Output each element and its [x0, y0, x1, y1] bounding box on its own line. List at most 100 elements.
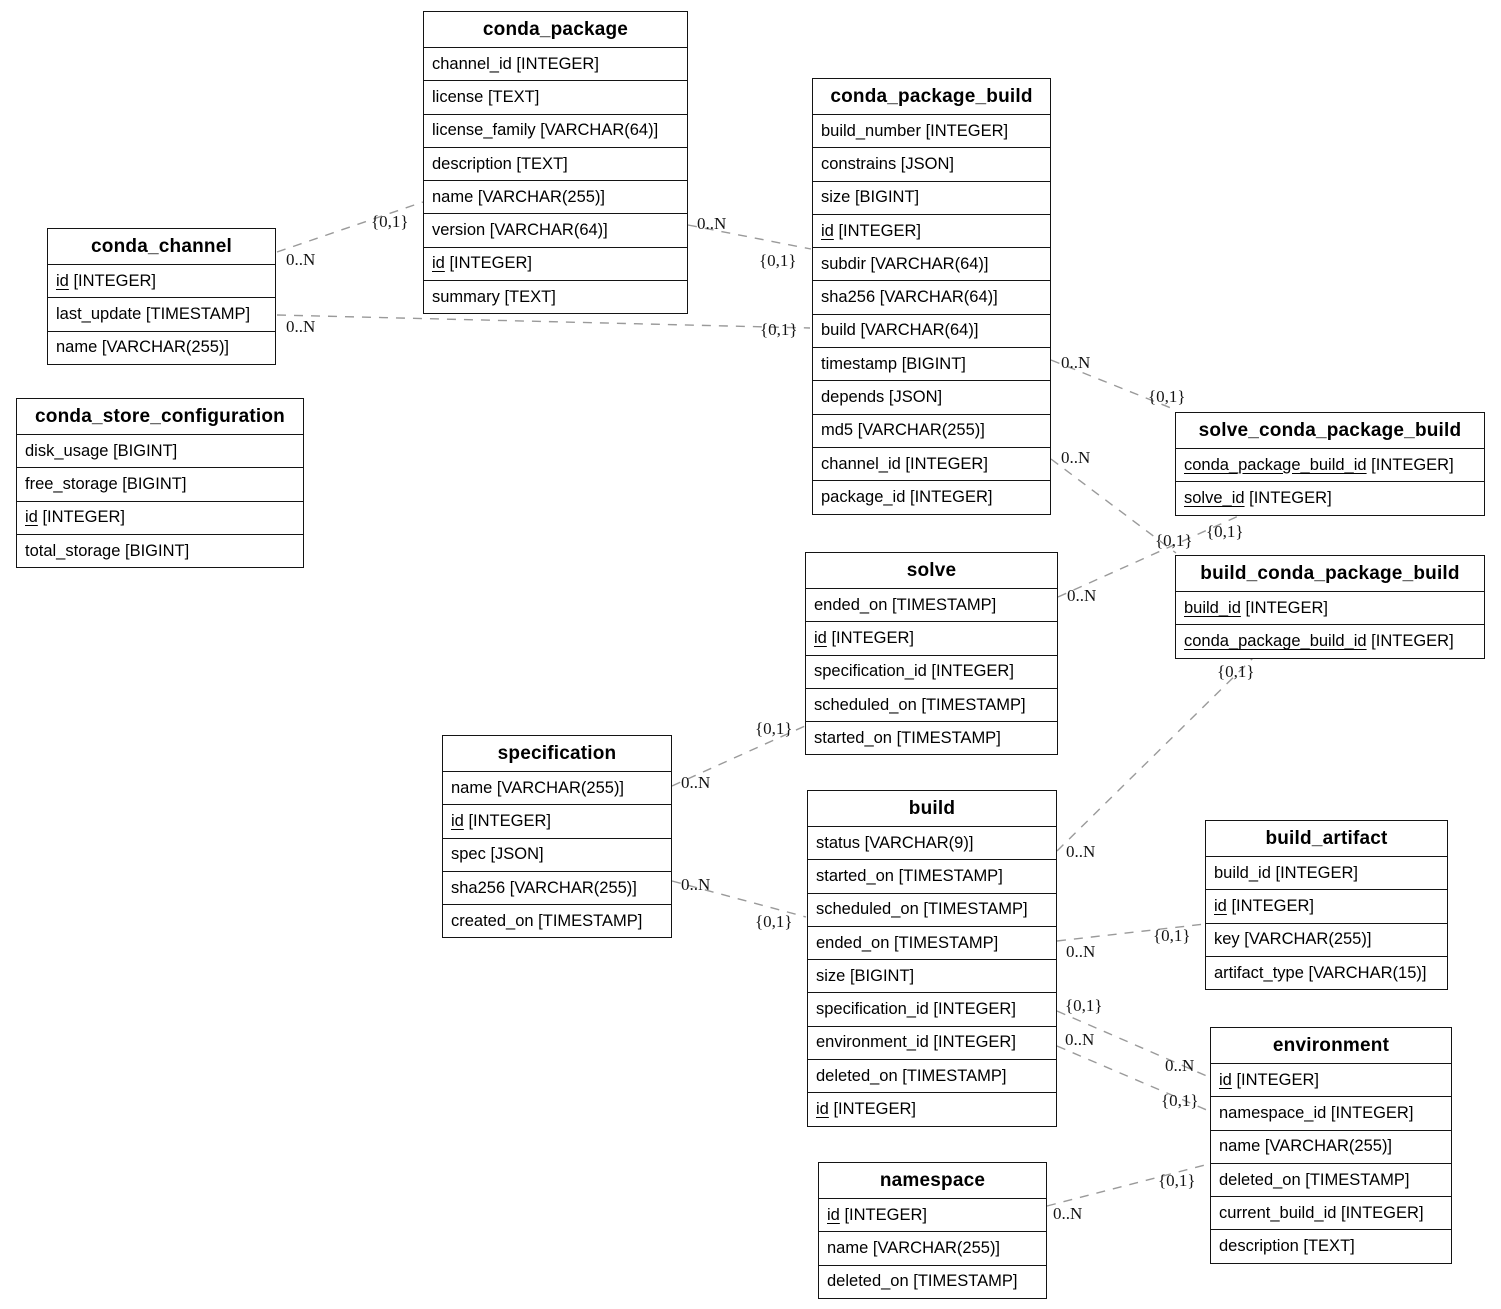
- field-name: md5: [821, 421, 854, 440]
- entity-title-conda_package: conda_package: [482, 18, 629, 40]
- field-conda_package_build-subdir: subdir [VARCHAR(64)]: [813, 247, 1050, 280]
- field-conda_store_configuration-id: id [INTEGER]: [17, 500, 303, 534]
- field-name: last_update: [56, 304, 142, 323]
- field-build-ended_on: ended_on [TIMESTAMP]: [808, 925, 1056, 959]
- field-type: [TIMESTAMP]: [538, 911, 643, 930]
- field-conda_store_configuration-disk_usage: disk_usage [BIGINT]: [17, 434, 303, 467]
- field-name: artifact_type: [1214, 963, 1304, 982]
- field-conda_package_build-sha256: sha256 [VARCHAR(64)]: [813, 280, 1050, 313]
- field-name: version: [432, 221, 486, 240]
- field-name: key: [1214, 930, 1240, 949]
- field-type: [VARCHAR(64)]: [870, 254, 989, 273]
- field-type: [TIMESTAMP]: [892, 595, 997, 614]
- field-type: [INTEGER]: [910, 487, 993, 506]
- field-namespace-id: id [INTEGER]: [819, 1198, 1046, 1231]
- field-type: [INTEGER]: [1330, 1103, 1414, 1122]
- field-type: [BIGINT]: [854, 188, 920, 207]
- field-name: namespace_id: [1219, 1103, 1327, 1122]
- field-type: [VARCHAR(255)]: [1244, 930, 1372, 949]
- cardinality-label-conda_package_build-to-solve_conda_package_build: 0..N: [1061, 353, 1091, 372]
- field-type: [INTEGER]: [1275, 863, 1358, 882]
- field-solve_conda_package_build-solve_id: solve_id [INTEGER]: [1176, 481, 1484, 514]
- field-name: build_number: [821, 121, 921, 140]
- cardinality-label-conda_package_build-to-build_conda_package_build: {0,1}: [1155, 531, 1193, 550]
- field-name: disk_usage: [25, 441, 109, 460]
- field-type: [VARCHAR(255)]: [496, 778, 625, 797]
- field-name: ended_on: [816, 933, 890, 952]
- field-conda_package-channel_id: channel_id [INTEGER]: [424, 47, 687, 80]
- field-type: [VARCHAR(64)]: [879, 288, 998, 307]
- field-name-primary-key: build_id: [1184, 598, 1241, 617]
- field-solve-started_on: started_on [TIMESTAMP]: [806, 721, 1057, 754]
- field-solve-id: id [INTEGER]: [806, 621, 1057, 654]
- cardinality-label-build-to-build_conda_package_build: {0,1}: [1217, 662, 1255, 681]
- field-environment-current_build_id: current_build_id [INTEGER]: [1211, 1196, 1451, 1229]
- field-name: deleted_on: [827, 1272, 909, 1291]
- field-build-environment_id: environment_id [INTEGER]: [808, 1025, 1056, 1059]
- field-conda_package-name: name [VARCHAR(255)]: [424, 180, 687, 213]
- field-name: subdir: [821, 254, 866, 273]
- cardinality-label-specification-to-solve: 0..N: [681, 773, 711, 792]
- field-type: [BIGINT]: [113, 441, 178, 460]
- field-name: sha256: [451, 878, 506, 897]
- field-solve-specification_id: specification_id [INTEGER]: [806, 654, 1057, 688]
- field-type: [TIMESTAMP]: [902, 1066, 1007, 1085]
- field-type: [TIMESTAMP]: [913, 1272, 1018, 1291]
- field-type: [BIGINT]: [849, 966, 915, 985]
- field-type: [TIMESTAMP]: [896, 728, 1001, 747]
- field-name: depends: [821, 388, 885, 407]
- field-type: [INTEGER]: [831, 628, 914, 647]
- field-build-id: id [INTEGER]: [808, 1092, 1056, 1125]
- field-build-scheduled_on: scheduled_on [TIMESTAMP]: [808, 892, 1056, 926]
- field-build-status: status [VARCHAR(9)]: [808, 826, 1056, 859]
- field-name-primary-key: id: [451, 811, 464, 830]
- field-name: deleted_on: [1219, 1170, 1301, 1189]
- field-conda_package_build-build_number: build_number [INTEGER]: [813, 114, 1050, 147]
- field-specification-spec: spec [JSON]: [443, 837, 671, 871]
- field-type: [TEXT]: [504, 287, 556, 306]
- field-conda_package-version: version [VARCHAR(64)]: [424, 213, 687, 246]
- field-name: created_on: [451, 911, 534, 930]
- field-type: [TEXT]: [1303, 1237, 1355, 1256]
- field-build_artifact-build_id: build_id [INTEGER]: [1206, 856, 1447, 889]
- field-build_artifact-artifact_type: artifact_type [VARCHAR(15)]: [1206, 955, 1447, 989]
- field-type: [TEXT]: [516, 154, 568, 173]
- field-name: total_storage: [25, 541, 121, 560]
- field-conda_store_configuration-total_storage: total_storage [BIGINT]: [17, 533, 303, 567]
- field-environment-name: name [VARCHAR(255)]: [1211, 1129, 1451, 1163]
- field-name: name: [451, 778, 493, 797]
- field-conda_package_build-size: size [BIGINT]: [813, 180, 1050, 214]
- field-name-primary-key: id: [1219, 1070, 1232, 1089]
- field-type: [INTEGER]: [931, 662, 1014, 681]
- field-name: name: [827, 1238, 869, 1257]
- field-type: [TIMESTAMP]: [898, 866, 1003, 885]
- field-name: status: [816, 833, 861, 852]
- relation-line-conda_channel-to-conda_package_build: [276, 314, 811, 329]
- cardinality-label-build-to-environment_current_build: {0,1}: [1065, 996, 1103, 1015]
- entity-conda_store_configuration: conda_store_configuration disk_usage [BIG…: [16, 398, 304, 569]
- field-name: constrains: [821, 154, 897, 173]
- field-type: [VARCHAR(255)]: [1264, 1137, 1393, 1156]
- field-type: [INTEGER]: [925, 121, 1009, 140]
- field-type: [BIGINT]: [122, 474, 187, 493]
- field-build-specification_id: specification_id [INTEGER]: [808, 992, 1056, 1025]
- field-solve-ended_on: ended_on [TIMESTAMP]: [806, 588, 1057, 621]
- cardinality-label-conda_channel-to-conda_package_build: 0..N: [286, 317, 316, 336]
- field-name-primary-key: id: [827, 1205, 840, 1224]
- entity-title-conda_store_configuration: conda_store_configuration: [35, 405, 285, 427]
- field-name: free_storage: [25, 474, 118, 493]
- field-name: size: [816, 966, 846, 985]
- field-environment-id: id [INTEGER]: [1211, 1063, 1451, 1096]
- field-conda_package_build-id: id [INTEGER]: [813, 213, 1050, 247]
- field-type: [INTEGER]: [844, 1205, 927, 1224]
- field-name: name: [432, 187, 474, 206]
